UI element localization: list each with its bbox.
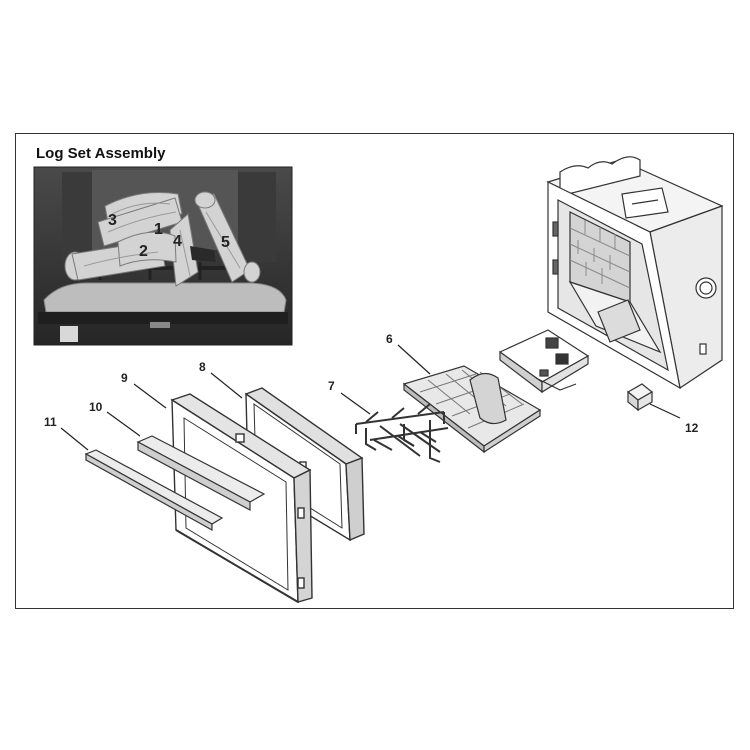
part-label-10: 10 [89, 400, 103, 414]
part-12-block [626, 383, 654, 412]
part-label-6: 6 [386, 332, 393, 346]
part-label-9: 9 [121, 371, 128, 385]
part-7-grate [355, 403, 449, 463]
part-label-8: 8 [199, 360, 206, 374]
part-label-7: 7 [328, 379, 335, 393]
firebox-part [546, 156, 724, 390]
photo-label-5: 5 [221, 234, 230, 251]
log-set-photo: 3 1 2 4 5 [33, 166, 293, 346]
diagram-title: Log Set Assembly [36, 145, 166, 162]
part-label-12: 12 [685, 421, 699, 435]
photo-label-2: 2 [139, 243, 148, 260]
photo-label-4: 4 [173, 233, 182, 250]
part-11-long-trim [84, 449, 224, 532]
photo-label-1: 1 [154, 221, 163, 238]
burner-control-part [498, 329, 590, 394]
part-label-11: 11 [44, 415, 57, 429]
leader-lines [60, 344, 681, 451]
photo-label-3: 3 [108, 212, 117, 229]
part-10-trim-bar [136, 435, 266, 512]
